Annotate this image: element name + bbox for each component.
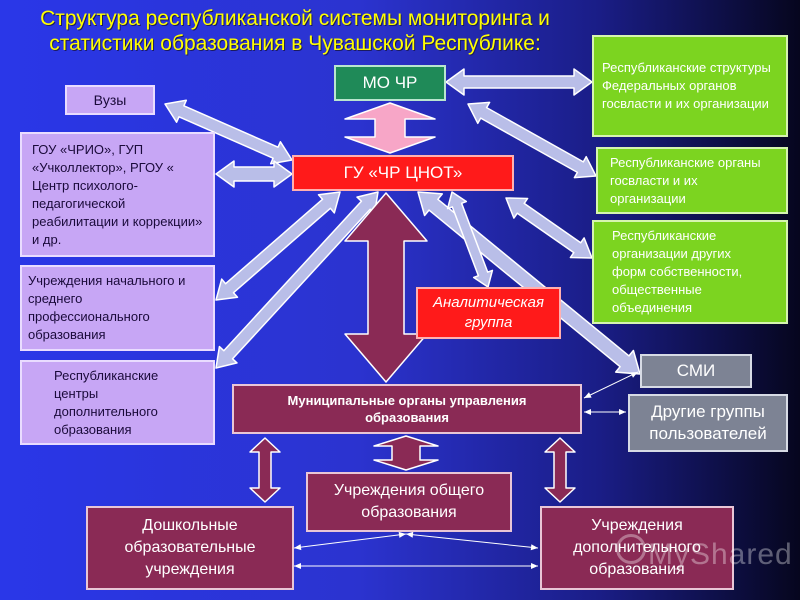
node-resp-struktury-federal: Республиканские структуры Федеральных ор… bbox=[592, 35, 788, 137]
node-uchrezhdeniya-obshchego: Учреждения общего образования bbox=[306, 472, 512, 532]
node-resp-organy: Республиканские органы госвласти и их ор… bbox=[596, 147, 788, 214]
arrow-gu-municipal bbox=[344, 192, 428, 383]
link-municipal-drugie bbox=[584, 409, 626, 415]
node-uchrezhdeniya-nachalnogo: Учреждения начального и среднего професс… bbox=[20, 265, 215, 351]
node-municipalnye-organy: Муниципальные органы управления образова… bbox=[232, 384, 582, 434]
watermark-text: MyShared bbox=[648, 538, 793, 571]
link-obshchego-dopolnitelnogo bbox=[405, 531, 539, 551]
node-drugie-gruppy: Другие группы пользователей bbox=[628, 394, 788, 452]
link-municipal-smi bbox=[583, 371, 639, 399]
arrow-municipal-obshchego bbox=[373, 435, 439, 471]
arrow-gou bbox=[215, 160, 293, 188]
arrow-mo-gu bbox=[344, 102, 436, 154]
arrow-municipal-dopolnitelnogo bbox=[544, 437, 576, 503]
arrow-nachalnogo bbox=[215, 191, 341, 301]
node-mo-chr: МО ЧР bbox=[334, 65, 446, 101]
node-gu-chr-cnot: ГУ «ЧР ЦНОТ» bbox=[292, 155, 514, 191]
arrow-resp-centry bbox=[215, 191, 379, 369]
link-obshchego-doshkolnye bbox=[293, 531, 407, 551]
node-resp-organizacii: Республиканские организации других форм … bbox=[592, 220, 788, 324]
node-gou-group: ГОУ «ЧРИО», ГУП «Учколлектор», РГОУ « Це… bbox=[20, 132, 215, 257]
arrow-resp-struktury bbox=[445, 68, 593, 96]
node-smi: СМИ bbox=[640, 354, 752, 388]
node-analiticheskaya-gruppa: Аналитическая группа bbox=[416, 287, 561, 339]
link-doshkolnye-dopolnitelnogo bbox=[294, 563, 538, 569]
arrow-resp-organizacii bbox=[505, 197, 593, 259]
node-vuzy: Вузы bbox=[65, 85, 155, 115]
node-doshkolnye: Дошкольные образовательные учреждения bbox=[86, 506, 294, 590]
watermark-icon bbox=[616, 534, 646, 564]
page-title: Структура республиканской системы монито… bbox=[40, 7, 550, 55]
arrow-municipal-doshkolnye bbox=[249, 437, 281, 503]
node-resp-centry: Республиканские центры дополнительного о… bbox=[20, 360, 215, 445]
